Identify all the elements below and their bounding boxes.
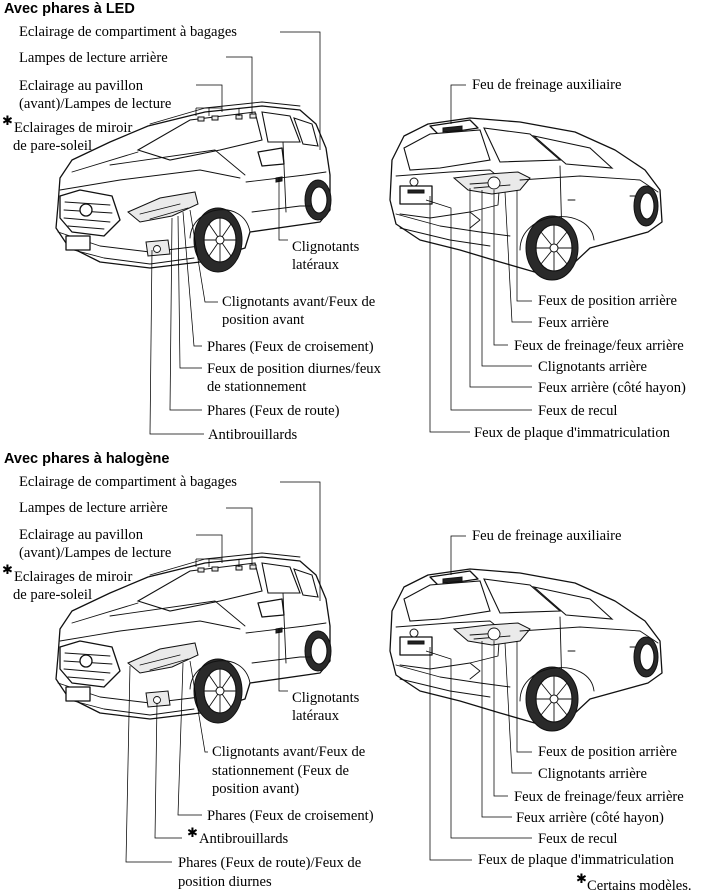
leader-lines-rear-halogen (425, 535, 532, 861)
label-front-turn-line1: Clignotants avant/Feux de (222, 294, 375, 310)
leader-lines-rear-led (425, 84, 532, 433)
label-vanity-mirror-line2: de pare-soleil (13, 138, 92, 154)
label-plate-light: Feux de plaque d'immatriculation (478, 852, 675, 868)
label-side-turn-line2: latéraux (292, 708, 340, 724)
label-front-turn-line3: position avant) (212, 781, 299, 797)
label-low-beam: Phares (Feux de croisement) (207, 808, 374, 824)
label-reverse: Feux de recul (538, 831, 617, 847)
label-roof-light-line2: (avant)/Lampes de lecture (19, 545, 171, 561)
label-drl-line1: Feux de position diurnes/feux (207, 361, 382, 377)
label-trunk-light: Eclairage de compartiment à bagages (19, 474, 237, 490)
label-fog-lamps: Antibrouillards (199, 831, 288, 847)
section-heading-halogen: Avec phares à halogène (4, 451, 169, 467)
label-front-turn-line1: Clignotants avant/Feux de (212, 744, 365, 760)
rear-view-car-halogen (389, 568, 663, 732)
label-side-turn-line2: latéraux (292, 257, 340, 273)
label-roof-light-line2: (avant)/Lampes de lecture (19, 96, 171, 112)
label-rear-position: Feux de position arrière (538, 293, 677, 309)
leader-lines-front-led (149, 31, 321, 435)
asterisk-icon: ✱ (2, 563, 13, 578)
label-rear-reading-lamps: Lampes de lecture arrière (19, 500, 168, 516)
label-rear-gate: Feux arrière (côté hayon) (516, 810, 664, 826)
label-aux-brake-light: Feu de freinage auxiliaire (472, 528, 622, 544)
label-rear-position: Feux de position arrière (538, 744, 677, 760)
label-vanity-mirror-line2: de pare-soleil (13, 587, 92, 603)
label-aux-brake-light: Feu de freinage auxiliaire (472, 77, 622, 93)
label-fog-lamps: Antibrouillards (208, 427, 297, 443)
label-side-turn-line1: Clignotants (292, 690, 360, 706)
label-rear-gate: Feux arrière (côté hayon) (538, 380, 686, 396)
footnote-certain-models: Certains modèles. (587, 878, 692, 894)
label-roof-light-line1: Eclairage au pavillon (19, 78, 144, 94)
label-high-beam-line1: Phares (Feux de route)/Feux de (178, 855, 361, 871)
label-side-turn-line1: Clignotants (292, 239, 360, 255)
label-plate-light: Feux de plaque d'immatriculation (474, 425, 671, 441)
asterisk-icon: ✱ (187, 826, 198, 841)
label-high-beam: Phares (Feux de route) (207, 403, 340, 419)
label-trunk-light: Eclairage de compartiment à bagages (19, 24, 237, 40)
asterisk-icon: ✱ (576, 872, 587, 887)
label-rear-turn: Clignotants arrière (538, 359, 647, 375)
label-roof-light-line1: Eclairage au pavillon (19, 527, 144, 543)
label-brake-tail: Feux de freinage/feux arrière (514, 789, 684, 805)
label-high-beam-line2: position diurnes (178, 874, 272, 890)
label-rear-turn: Clignotants arrière (538, 766, 647, 782)
section-heading-led: Avec phares à LED (4, 1, 135, 17)
label-brake-tail: Feux de freinage/feux arrière (514, 338, 684, 354)
label-front-turn-line2: position avant (222, 312, 304, 328)
label-drl-line2: de stationnement (207, 379, 306, 395)
label-reverse: Feux de recul (538, 403, 617, 419)
leader-lines-front-halogen (125, 481, 321, 863)
label-rear-lamps: Feux arrière (538, 315, 609, 331)
label-front-turn-line2: stationnement (Feux de (212, 763, 349, 779)
rear-view-car-led (389, 117, 663, 281)
label-vanity-mirror-line1: Eclairages de miroir (14, 120, 132, 136)
label-low-beam: Phares (Feux de croisement) (207, 339, 374, 355)
label-vanity-mirror-line1: Eclairages de miroir (14, 569, 132, 585)
label-rear-reading-lamps: Lampes de lecture arrière (19, 50, 168, 66)
asterisk-icon: ✱ (2, 114, 13, 129)
